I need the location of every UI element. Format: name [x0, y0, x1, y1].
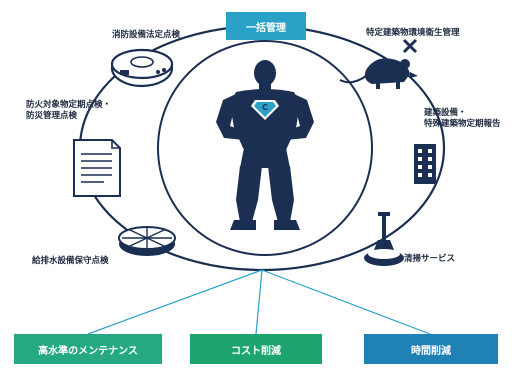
document-icon: [73, 139, 121, 197]
benefit-time-reduction: 時間削減: [364, 334, 498, 364]
connector-center: [255, 269, 263, 335]
svg-text:C: C: [262, 103, 268, 112]
chest-emblem-icon: C: [251, 100, 279, 120]
smoke-detector-icon: [110, 48, 174, 88]
service-cleaning-label: 清掃サービス: [404, 254, 456, 264]
service-building-report-label-line1: 建築設備・: [424, 108, 467, 118]
service-environmental-hygiene-label: 特定建築物環境衛生管理: [366, 28, 460, 38]
connector-left: [87, 269, 263, 335]
service-fire-equipment-label: 消防設備法定点検: [112, 30, 181, 40]
benefit-high-quality-maintenance: 高水準のメンテナンス: [14, 334, 162, 364]
service-water-supply-label: 給排水設備保守点検: [32, 256, 109, 266]
service-fire-prevention-label-line1: 防火対象物定期点検・: [26, 100, 112, 110]
central-management-label: 一括管理: [226, 12, 306, 40]
building-icon: [414, 144, 436, 184]
service-fire-prevention-label-line2: 防災管理点検: [26, 111, 78, 121]
connector-lines: [87, 269, 431, 335]
manhole-cover-icon: [118, 226, 176, 256]
service-building-report-label-line2: 特殊建築物定期報告: [424, 119, 501, 129]
rat-pest-control-icon: [339, 38, 418, 89]
floor-polisher-icon: [364, 212, 404, 266]
benefit-cost-reduction: コスト削減: [190, 334, 322, 364]
connector-right: [261, 269, 431, 335]
